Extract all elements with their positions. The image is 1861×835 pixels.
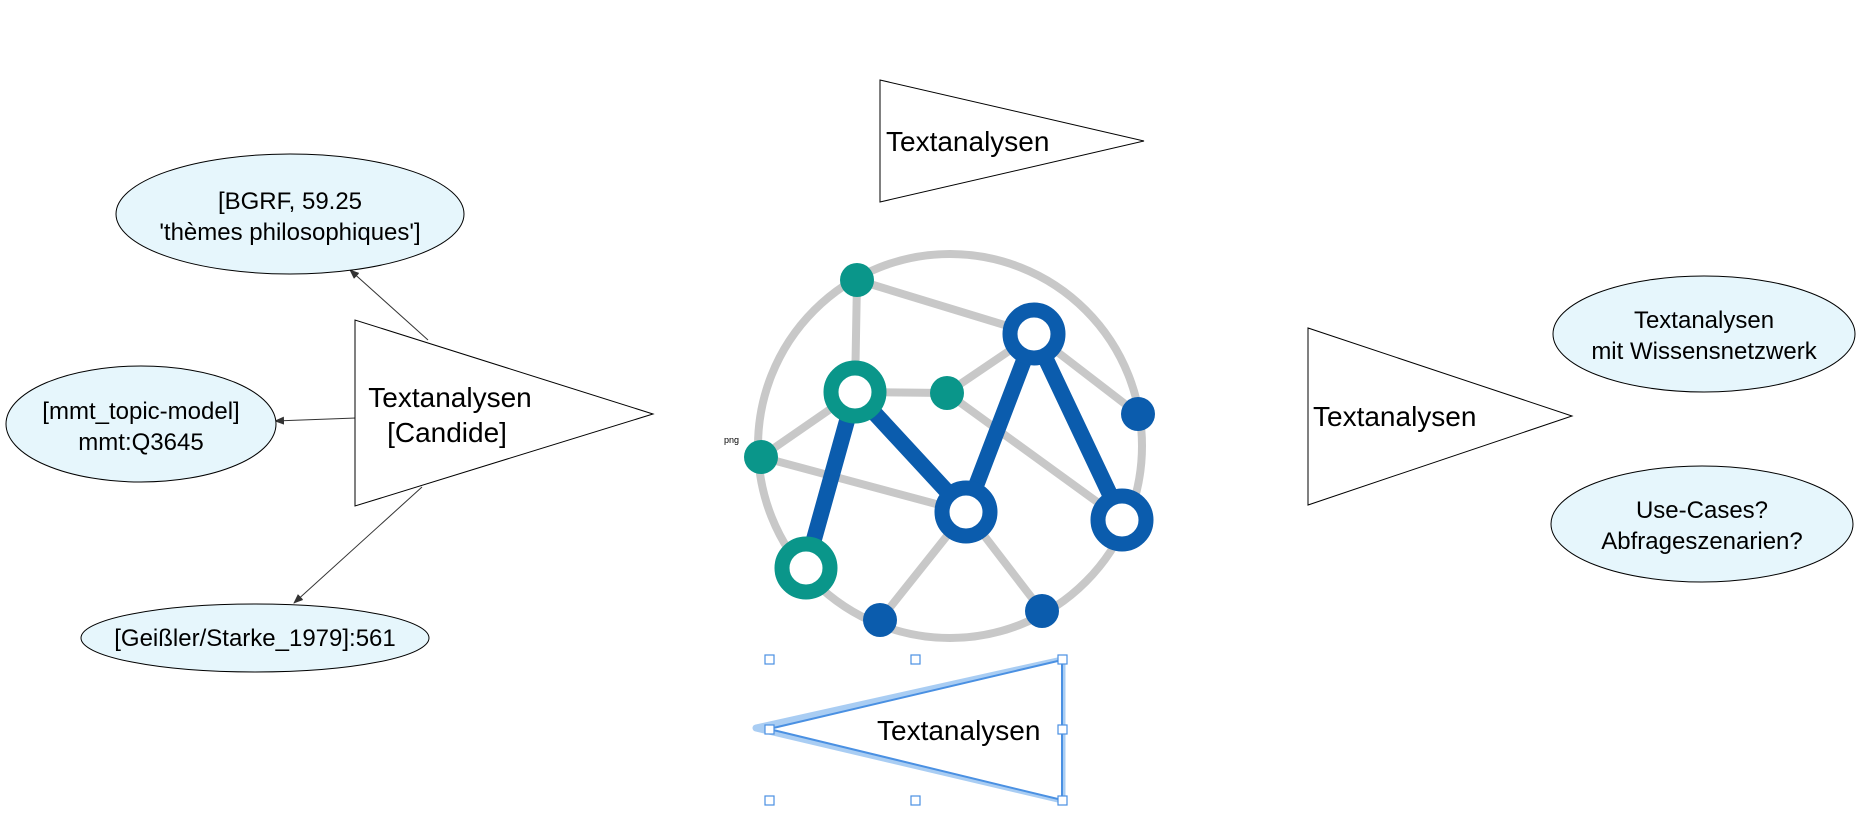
triangle-selected[interactable]: Textanalysen [752, 654, 1068, 806]
handle-top-middle[interactable] [910, 654, 921, 665]
network-node-ring-teal-bottom [774, 536, 838, 600]
bubble-wissensnetzwerk-shape[interactable] [1552, 275, 1856, 393]
bubble-wissensnetzwerk-line1: Textanalysen [1634, 307, 1774, 334]
triangle-candide-label-line1: Textanalysen [368, 382, 531, 413]
triangle-right-shape[interactable] [1307, 327, 1574, 506]
handle-top-left[interactable] [764, 654, 775, 665]
bubble-geissler[interactable]: [Geißler/Starke_1979]:561 [80, 603, 430, 673]
network-node-blue-1 [1121, 397, 1155, 431]
bubble-wissensnetzwerk-line2: mit Wissensnetzwerk [1591, 338, 1817, 365]
network-node-teal-2 [930, 376, 964, 410]
bubble-bgrf[interactable]: [BGRF, 59.25 'thèmes philosophiques'] [115, 153, 465, 275]
network-node-ring-blue-right [1090, 488, 1154, 552]
network-node-blue-2 [863, 603, 897, 637]
connector-to-mmt[interactable] [274, 416, 357, 425]
bubble-wissensnetzwerk[interactable]: Textanalysen mit Wissensnetzwerk [1552, 275, 1856, 393]
bubble-usecases-line1: Use-Cases? [1636, 497, 1768, 524]
handle-top-right[interactable] [1057, 654, 1068, 665]
bubble-mmt[interactable]: [mmt_topic-model] mmt:Q3645 [5, 365, 277, 483]
connector-to-bgrf[interactable] [349, 269, 429, 341]
handle-bottom-right[interactable] [1057, 795, 1068, 806]
network-node-teal-1 [840, 263, 874, 297]
bubble-mmt-shape[interactable] [5, 365, 277, 483]
triangle-candide-label-line2: [Candide] [387, 417, 507, 448]
bubble-bgrf-shape[interactable] [115, 153, 465, 275]
bubble-geissler-shape[interactable] [80, 603, 430, 673]
network-node-ring-teal-top [823, 360, 887, 424]
handle-middle-right[interactable] [1057, 724, 1068, 735]
handle-bottom-left[interactable] [764, 795, 775, 806]
triangle-selected-label: Textanalysen [877, 715, 1040, 746]
network-node-blue-3 [1025, 594, 1059, 628]
triangle-candide[interactable]: Textanalysen [Candide] [354, 319, 655, 507]
connector-to-geissler[interactable] [293, 486, 423, 604]
bubble-bgrf-line1: [BGRF, 59.25 [218, 188, 362, 215]
bubble-geissler-line1: [Geißler/Starke_1979]:561 [114, 625, 396, 652]
handle-middle-left[interactable] [764, 724, 775, 735]
image-type-label: png [724, 435, 739, 445]
triangle-top[interactable]: Textanalysen [879, 79, 1145, 203]
triangle-right[interactable]: Textanalysen [1307, 327, 1574, 506]
triangle-top-label: Textanalysen [886, 126, 1049, 157]
knowledge-network-icon[interactable]: png [724, 250, 1155, 642]
bubble-bgrf-line2: 'thèmes philosophiques'] [159, 219, 420, 246]
bubble-mmt-line2: mmt:Q3645 [78, 429, 203, 456]
network-node-ring-blue-top [1002, 302, 1066, 366]
triangle-top-shape[interactable] [879, 79, 1145, 203]
handle-bottom-middle[interactable] [910, 795, 921, 806]
triangle-right-label: Textanalysen [1313, 401, 1476, 432]
bubble-usecases-line2: Abfrageszenarien? [1601, 528, 1802, 555]
bubble-usecases[interactable]: Use-Cases? Abfrageszenarien? [1550, 465, 1854, 583]
triangle-candide-shape[interactable] [354, 319, 655, 507]
bubble-mmt-line1: [mmt_topic-model] [42, 398, 239, 425]
connectors [274, 269, 429, 604]
network-node-teal-3 [744, 440, 778, 474]
network-node-ring-blue-center [934, 480, 998, 544]
bubble-usecases-shape[interactable] [1550, 465, 1854, 583]
selection-handles[interactable] [764, 654, 1068, 806]
